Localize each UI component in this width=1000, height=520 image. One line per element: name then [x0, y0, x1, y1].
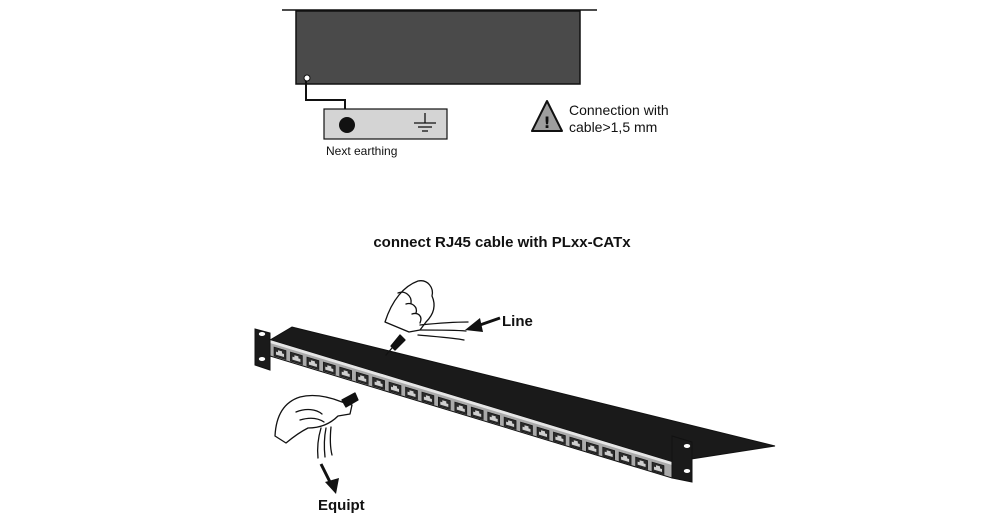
rj45-port [372, 376, 385, 391]
line-arrow [465, 316, 501, 332]
rj45-port [553, 431, 566, 446]
port-row [273, 346, 665, 476]
rj45-port [306, 356, 320, 371]
rj45-port [618, 451, 632, 466]
rj45-port [520, 421, 533, 436]
rj45-port [602, 446, 616, 461]
warning-line-1: Connection with [569, 102, 669, 118]
equipt-cable [316, 426, 333, 459]
panel-front-bevel [270, 340, 672, 465]
svg-text:!: ! [543, 113, 550, 132]
rj45-port [635, 456, 648, 471]
warning-text: Connection with cable>1,5 mm [569, 102, 673, 135]
rj45-port [536, 426, 550, 441]
earth-screw-icon [303, 74, 311, 82]
rj45-port [651, 461, 665, 476]
rj45-port [569, 436, 583, 451]
rj45-port [290, 351, 303, 366]
left-mounting-ear [254, 328, 271, 371]
hand-equipt-icon [274, 392, 359, 444]
right-mounting-ear [671, 435, 693, 483]
earth-wire [305, 81, 346, 112]
panel-top-surface [268, 326, 776, 463]
rj45-port [322, 361, 336, 376]
rj45-port [503, 416, 517, 431]
earthing-diagram: Next earthing ! Connection with cable>1,… [282, 9, 673, 158]
ground-symbol-icon [414, 113, 436, 132]
device-body [295, 10, 581, 85]
rj45-port [437, 396, 451, 411]
line-cable [417, 321, 469, 341]
earthing-caption: Next earthing [326, 144, 397, 158]
rj45-port [405, 386, 418, 401]
section-title: connect RJ45 cable with PLxx-CATx [373, 234, 631, 251]
rj45-port [470, 406, 484, 421]
hand-line-icon [384, 280, 435, 356]
rj45-port [273, 346, 287, 361]
rj45-port [421, 391, 435, 406]
warning-line-2: cable>1,5 mm [569, 119, 657, 135]
earth-connector-dot [339, 117, 355, 133]
equipt-arrow [319, 463, 339, 494]
rj45-port [487, 411, 501, 426]
equipt-label: Equipt [318, 497, 365, 514]
patch-panel-diagram: connect RJ45 cable with PLxx-CATx [254, 234, 776, 514]
rj45-port [585, 441, 599, 456]
earth-terminal-box [323, 108, 448, 140]
rj45-port [339, 366, 353, 381]
rj45-port [454, 401, 468, 416]
warning-triangle-icon: ! [531, 100, 563, 132]
line-label: Line [502, 313, 533, 330]
rj45-port [388, 381, 402, 396]
rj45-port [355, 371, 369, 386]
